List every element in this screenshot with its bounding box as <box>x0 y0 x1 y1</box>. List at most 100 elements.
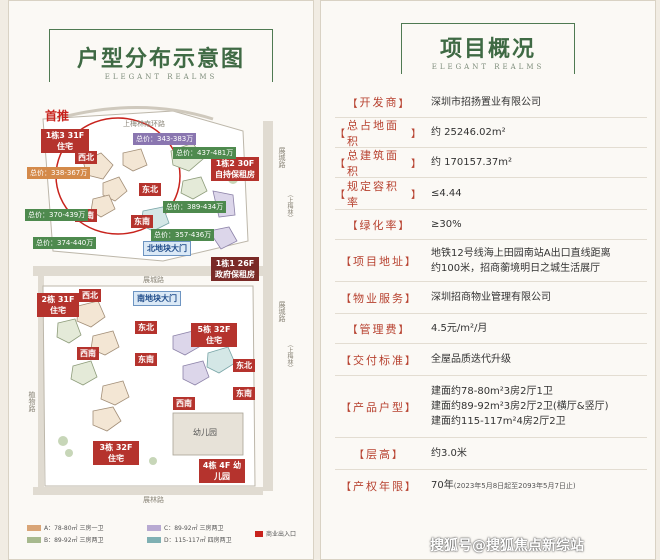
road-east-note-south: （上梅林） <box>286 341 293 371</box>
address-line-2: 约100米，招商蘅境明日之城生活展厅 <box>431 262 601 274</box>
row-floor-height: 【层高】 约3.0米 <box>335 437 647 469</box>
row-green-rate: 【绿化率】 ≥30% <box>335 209 647 239</box>
row-label: 【产品户型】 <box>341 400 417 415</box>
floor-plan-title: 户型分布示意图 <box>76 46 245 72</box>
row-label: 【产权年限】 <box>341 479 417 494</box>
building-4-tag: 4栋 4F 幼儿园 <box>199 459 245 483</box>
row-developer: 【开发商】 深圳市招扬置业有限公司 <box>335 87 647 117</box>
row-address: 【项目地址】 地铁12号线海上田园南站A出口直线距离 约100米，招商蘅境明日之… <box>335 239 647 281</box>
row-label: 【项目地址】 <box>341 254 417 269</box>
row-value: 约3.0米 <box>431 448 467 459</box>
row-value: 约 25246.02m² <box>431 127 506 138</box>
row-label: 【物业服务】 <box>341 291 417 306</box>
term-value: 70年 <box>431 479 454 491</box>
building-1-1-tag: 1栋1 26F 政府保租房 <box>211 257 259 281</box>
row-label: 【规定容积率】 <box>335 179 423 209</box>
overview-title-frame <box>401 23 575 74</box>
row-label: 【总建筑面积】 <box>335 148 423 178</box>
term-note: (2023年5月8日起至2093年5月7日止) <box>453 481 576 490</box>
building-3-tag: 3栋 32F 住宅 <box>93 441 139 465</box>
building-5-tag: 5栋 32F 住宅 <box>191 323 237 347</box>
kindergarten-label: 幼儿园 <box>193 428 217 437</box>
row-value: 全屋品质迭代升级 <box>431 354 511 365</box>
price-tag-6: 总价：357-436万 <box>151 229 215 241</box>
row-value: 地铁12号线海上田园南站A出口直线距离 约100米，招商蘅境明日之城生活展厅 <box>423 246 647 276</box>
north-parcel-gate: 北地块大门 <box>143 241 191 256</box>
legend-item-d: D：115-117㎡ 四房两卫 <box>147 535 232 544</box>
orientation-ne-south: 东北 <box>135 321 157 334</box>
road-south: 展林路 <box>143 496 164 504</box>
address-line-1: 地铁12号线海上田园南站A出口直线距离 <box>431 247 611 259</box>
row-label: 【绿化率】 <box>347 218 411 233</box>
row-value: 4.5元/m²/月 <box>431 323 488 334</box>
row-value: ≥30% <box>431 219 462 230</box>
unit-type-line-3: 建面约115-117m²4房2厅2卫 <box>431 416 566 427</box>
row-value: 深圳市招扬置业有限公司 <box>431 96 541 108</box>
title-frame <box>49 29 273 82</box>
price-tag-7: 总价：374-440万 <box>33 237 97 249</box>
legend-swatch-a <box>27 524 41 531</box>
unit-type-line-2: 建面约89-92m²3房2厅2卫(横厅&竖厅) <box>431 401 609 412</box>
floor-plan-panel: 户型分布示意图 ELEGANT REALMS <box>8 0 314 560</box>
project-overview-panel: 项目概况 ELEGANT REALMS 【开发商】 深圳市招扬置业有限公司 【总… <box>320 0 656 560</box>
price-tag-4: 总价：370-439万 <box>25 209 89 221</box>
unit-type-line-1: 建面约78-80m²3房2厅1卫 <box>431 386 553 397</box>
row-value: 70年(2023年5月8日起至2093年5月7日止) <box>423 478 647 494</box>
road-west: 植物路 <box>28 391 36 412</box>
row-delivery-standard: 【交付标准】 全屋品质迭代升级 <box>335 343 647 375</box>
orientation-se-east: 东南 <box>233 387 255 400</box>
orientation-ne-north: 东北 <box>139 183 161 196</box>
legend-item-a: A：78-80㎡ 三房一卫 <box>27 523 103 532</box>
orientation-se-south: 东南 <box>135 353 157 366</box>
recommended-label: 首推 <box>45 109 70 123</box>
watermark: 搜狐号@搜狐焦点新综站 <box>430 538 584 554</box>
overview-subtitle: ELEGANT REALMS <box>431 63 545 71</box>
price-tag-1: 总价：343-383万 <box>133 133 197 145</box>
row-value: ≤4.44 <box>431 188 462 199</box>
row-plot-ratio: 【规定容积率】 ≤4.44 <box>335 177 647 209</box>
row-property-service: 【物业服务】 深圳招商物业管理有限公司 <box>335 281 647 313</box>
legend-swatch-entrance <box>255 530 263 537</box>
price-tag-2: 总价：338-367万 <box>27 167 91 179</box>
building-1-2-tag: 1栋2 30F 自持保租房 <box>211 157 259 181</box>
orientation-nw-south: 西北 <box>79 289 101 302</box>
orientation-sw-south: 西南 <box>77 347 99 360</box>
row-label: 【总占地面积】 <box>335 118 423 148</box>
row-value: 建面约78-80m²3房2厅1卫 建面约89-92m²3房2厅2卫(横厅&竖厅)… <box>423 384 647 429</box>
orientation-nw-north: 西北 <box>75 151 97 164</box>
site-map: 上梅林南环路 展城路 （上梅林） 展城路 展城路 （上梅林） 展林路 植物路 首… <box>23 91 315 511</box>
road-east-north: 展城路 <box>278 147 286 168</box>
row-management-fee: 【管理费】 4.5元/m²/月 <box>335 313 647 343</box>
road-north: 上梅林南环路 <box>123 120 165 128</box>
orientation-se-north: 东南 <box>131 215 153 228</box>
row-label: 【开发商】 <box>347 96 411 110</box>
legend-item-b: B：89-92㎡ 三房两卫 <box>27 535 103 544</box>
legend-swatch-b <box>27 536 41 543</box>
floor-plan-subtitle: ELEGANT REALMS <box>104 73 218 81</box>
orientation-ne-east: 东北 <box>233 359 255 372</box>
legend-swatch-d <box>147 536 161 543</box>
south-parcel-gate: 南地块大门 <box>133 291 181 306</box>
price-tag-3: 总价：437-481万 <box>173 147 237 159</box>
row-unit-types: 【产品户型】 建面约78-80m²3房2厅1卫 建面约89-92m²3房2厅2卫… <box>335 375 647 437</box>
road-east-note-north: （上梅林） <box>286 191 293 221</box>
row-building-area: 【总建筑面积】 约 170157.37m² <box>335 147 647 178</box>
building-2-tag: 2栋 31F 住宅 <box>37 293 79 317</box>
row-value: 约 170157.37m² <box>431 157 513 168</box>
row-land-area: 【总占地面积】 约 25246.02m² <box>335 117 647 148</box>
legend-swatch-c <box>147 524 161 531</box>
road-east-south: 展城路 <box>278 301 286 322</box>
legend-item-entrance: 商业出入口 <box>255 529 296 538</box>
unit-type-legend: A：78-80㎡ 三房一卫 B：89-92㎡ 三房两卫 C：89-92㎡ 三房两… <box>27 521 311 555</box>
row-value: 深圳招商物业管理有限公司 <box>431 292 551 303</box>
road-middle: 展城路 <box>143 276 164 284</box>
row-label: 【交付标准】 <box>341 353 417 368</box>
legend-item-c: C：89-92㎡ 三房两卫 <box>147 523 224 532</box>
orientation-sw-east: 西南 <box>173 397 195 410</box>
row-label: 【层高】 <box>354 447 404 462</box>
building-1-3-tag: 1栋3 31F 住宅 <box>41 129 89 153</box>
row-property-term: 【产权年限】 70年(2023年5月8日起至2093年5月7日止) <box>335 469 647 501</box>
overview-title: 项目概况 <box>439 36 536 62</box>
overview-table: 【开发商】 深圳市招扬置业有限公司 【总占地面积】 约 25246.02m² 【… <box>335 87 647 501</box>
row-label: 【管理费】 <box>347 322 411 337</box>
